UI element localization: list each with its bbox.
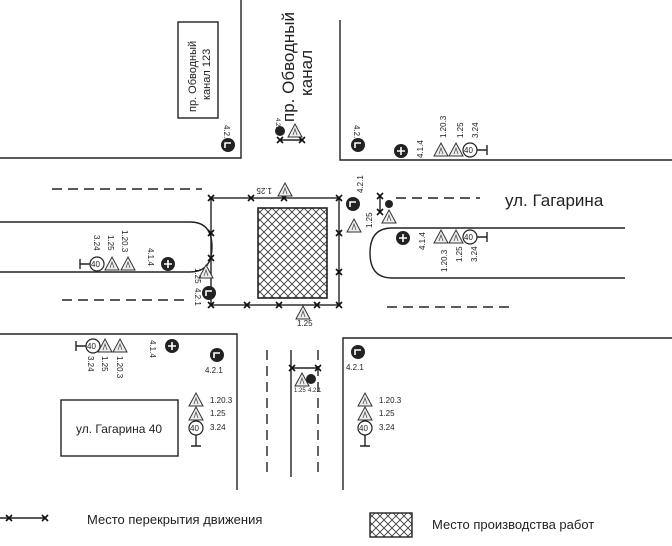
legend-works-symbol: [369, 512, 413, 538]
sign-group-top-left: 4.2.1: [220, 125, 236, 153]
svg-text:1.20.3: 1.20.3: [379, 396, 402, 405]
svg-text:40: 40: [190, 424, 199, 433]
svg-text:1.25: 1.25: [256, 186, 272, 195]
sign-4-1-4-icon: [393, 143, 409, 159]
svg-text:4.2.1: 4.2.1: [274, 118, 280, 132]
svg-text:40: 40: [464, 233, 473, 242]
svg-text:1.25: 1.25: [100, 356, 109, 372]
building-gagarina-40: ул. Гагарина 40: [60, 399, 179, 457]
svg-text:1.25: 1.25: [455, 246, 464, 262]
svg-text:3.24: 3.24: [470, 246, 479, 262]
svg-text:1.25: 1.25: [379, 409, 395, 418]
svg-text:4.1.4: 4.1.4: [146, 248, 155, 266]
svg-text:40: 40: [91, 260, 100, 269]
svg-text:3.24: 3.24: [86, 356, 95, 372]
building-label: ул. Гагарина 40: [76, 422, 162, 436]
svg-text:1.20.3: 1.20.3: [440, 249, 449, 272]
svg-text:4.1.4: 4.1.4: [148, 340, 157, 358]
svg-text:40: 40: [464, 146, 473, 155]
sign-group-top-right: 4.2.1 4.1.4 40 1.20.3 1.25 3.24: [350, 115, 488, 159]
sign-4-1-4-icon: [164, 338, 180, 354]
sign-group-left-median: 4.1.4 40 1.20.3 1.25 3.24: [79, 230, 176, 272]
svg-text:1.25: 1.25: [456, 122, 465, 138]
sign-group-bottom-left: 40 3.24 1.25 1.20.3 4.1.4 4.2.1 1.20.3 1…: [75, 338, 233, 447]
svg-text:4.2.1: 4.2.1: [222, 125, 231, 143]
legend-works-label: Место производства работ: [432, 517, 594, 532]
closure-barrier: [207, 136, 384, 372]
sign-group-top-center: 4.2.1: [274, 118, 303, 138]
building-label-1: пр. Обводный: [187, 41, 199, 112]
svg-text:4.1.4: 4.1.4: [418, 232, 427, 250]
svg-text:1.20.3: 1.20.3: [120, 230, 129, 253]
svg-text:3.24: 3.24: [471, 122, 480, 138]
svg-text:1.25: 1.25: [297, 319, 313, 328]
svg-text:1.20.3: 1.20.3: [210, 396, 233, 405]
svg-text:1.25: 1.25: [106, 235, 115, 251]
sign-4-2-1-icon: [209, 347, 225, 363]
street-name-gagarina: ул. Гагарина: [505, 191, 604, 210]
svg-text:3.24: 3.24: [379, 423, 395, 432]
sign-group-bottom-right: 4.2.1 1.20.3 1.25 40 3.24: [346, 344, 402, 447]
svg-text:4.2.1: 4.2.1: [205, 366, 223, 375]
svg-text:4.2.1: 4.2.1: [193, 288, 202, 306]
work-zone: [257, 207, 328, 299]
svg-text:3.24: 3.24: [210, 423, 226, 432]
svg-text:1.25: 1.25: [193, 268, 202, 284]
median-right: [369, 227, 625, 279]
svg-text:1.20.3: 1.20.3: [115, 356, 124, 379]
svg-text:1.25: 1.25: [365, 212, 374, 228]
svg-text:1.25: 1.25: [294, 388, 306, 394]
street-name-obvodny: пр. Обводный: [279, 12, 298, 122]
sign-4-2-1-icon: [350, 344, 366, 360]
svg-text:40: 40: [87, 342, 96, 351]
building-label-2: канал 123: [201, 49, 213, 100]
svg-text:1.20.3: 1.20.3: [439, 115, 448, 138]
svg-text:4.2.1: 4.2.1: [356, 175, 365, 193]
svg-text:3.24: 3.24: [92, 235, 101, 251]
street-name-obvodny-2: канал: [297, 50, 316, 96]
svg-text:4.2.1: 4.2.1: [308, 388, 322, 394]
curb-lines: [0, 0, 672, 490]
svg-text:4.1.4: 4.1.4: [416, 140, 425, 158]
legend: Место перекрытия движения Место производ…: [0, 512, 594, 538]
svg-text:40: 40: [359, 424, 368, 433]
svg-text:4.2.1: 4.2.1: [352, 125, 361, 143]
lane-markings: [52, 188, 512, 477]
svg-text:1.25: 1.25: [210, 409, 226, 418]
svg-text:4.2.1: 4.2.1: [346, 363, 364, 372]
building-obvodny-123: пр. Обводный канал 123: [177, 21, 219, 119]
legend-closure-symbol: [0, 514, 49, 522]
sign-4-1-4-icon: [160, 256, 176, 272]
sign-group-right-median: 4.1.4 40 1.20.3 1.25 3.24: [395, 229, 488, 272]
sign-4-1-4-icon: [395, 230, 411, 246]
legend-closure-label: Место перекрытия движения: [87, 512, 262, 527]
median-left: [0, 221, 213, 273]
